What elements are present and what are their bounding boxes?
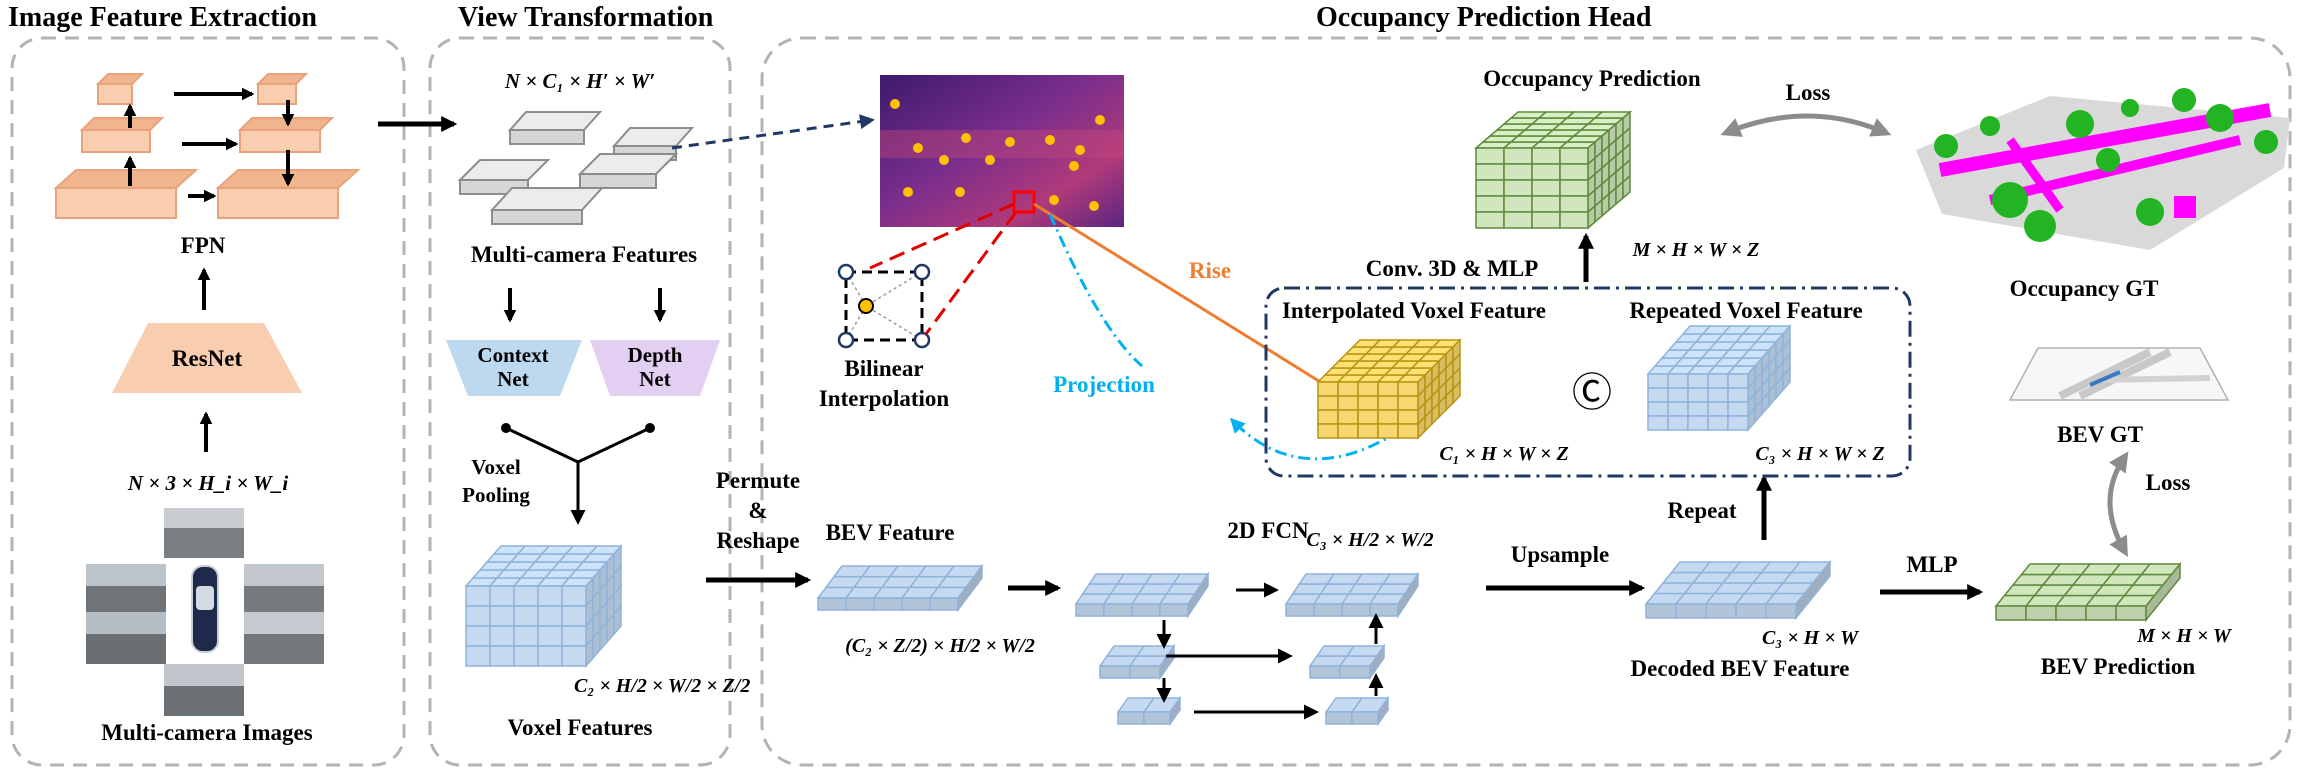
fcn-label: 2D FCN: [1227, 518, 1309, 543]
section-head-border: [760, 36, 2292, 767]
bev-prediction-grid: [1994, 561, 2182, 623]
voxel-shape-label: C₂ × H/2 × W/2 × Z/2: [574, 675, 750, 697]
voxel-pooling-label-2: Pooling: [462, 483, 530, 507]
voxel-pooling-label-1: Voxel: [471, 455, 521, 479]
resnet-trapezoid: [112, 323, 302, 393]
fcn-arrows: [1156, 582, 1384, 720]
context-net-label-2: Net: [497, 367, 528, 391]
repeated-voxel-label: Repeated Voxel Feature: [1629, 298, 1862, 323]
permute-label: Permute: [716, 468, 800, 493]
bev-loss-arrow: [2107, 451, 2129, 557]
occupancy-shape: M × H × W × Z: [1632, 239, 1760, 261]
rise-label: Rise: [1189, 258, 1231, 283]
bev-feature-grid: [816, 563, 984, 613]
depth-net: [590, 340, 720, 396]
projection-label: Projection: [1053, 372, 1155, 397]
multi-camera-feature-stack: [457, 111, 695, 225]
repeated-voxel-shape: C₃ × H × W × Z: [1755, 443, 1884, 465]
repeat-label: Repeat: [1668, 498, 1737, 523]
bev-pred-shape: M × H × W: [2136, 625, 2232, 647]
upsample-label: Upsample: [1511, 542, 1609, 567]
bev-gt-image: [2008, 347, 2230, 401]
interpolated-voxel-cube: [1316, 338, 1462, 440]
input-shape-label: N × 3 × H_i × W_i: [127, 471, 289, 495]
occupancy-prediction-cube: [1473, 110, 1633, 230]
depth-net-label-1: Depth: [628, 343, 683, 367]
multi-camera-features-label: Multi-camera Features: [471, 242, 697, 267]
voxel-features-cube: [464, 544, 623, 668]
occupancy-prediction-label: Occupancy Prediction: [1483, 66, 1701, 91]
fcn-shape-label: C₃ × H/2 × W/2: [1306, 529, 1433, 551]
bilinear-interpolation-icon: [837, 263, 931, 349]
header-occupancy-prediction-head: Occupancy Prediction Head: [1316, 2, 1652, 33]
bev-loss-label: Loss: [2146, 470, 2191, 495]
projection-curve-to-heatmap: [1048, 213, 1143, 368]
multi-camera-images: [86, 508, 324, 716]
voxel-features-label: Voxel Features: [507, 715, 652, 740]
ampersand-label: &: [748, 498, 767, 523]
section-extraction-border: [10, 36, 406, 767]
decoded-bev-label: Decoded BEV Feature: [1631, 656, 1850, 681]
bilinear-label-1: Bilinear: [844, 356, 923, 381]
camera-feature-shape-label: N × C₁ × H′ × W′: [504, 69, 655, 93]
camera-to-heatmap-arrow: [671, 114, 875, 150]
bev-prediction-label: BEV Prediction: [2041, 654, 2196, 679]
feature-heatmap: [880, 75, 1124, 227]
conv-mlp-label: Conv. 3D & MLP: [1366, 256, 1539, 281]
zoom-line-bottom: [924, 211, 1018, 335]
voxel-feature-frame: [1264, 286, 1912, 478]
zoom-line-top: [869, 202, 1015, 270]
depth-net-label-2: Net: [639, 367, 670, 391]
multi-camera-images-label: Multi-camera Images: [101, 720, 312, 745]
occupancy-gt-label: Occupancy GT: [2010, 276, 2159, 301]
bev-feature-shape: (C₂ × Z/2) × H/2 × W/2: [845, 635, 1035, 657]
section-view-border: [428, 36, 732, 767]
decoded-bev-shape: C₃ × H × W: [1762, 627, 1859, 649]
bev-feature-label: BEV Feature: [826, 520, 955, 545]
concat-symbol: Ⓒ: [1572, 370, 1612, 416]
occupancy-gt-image: [1916, 88, 2290, 250]
context-net-label-1: Context: [477, 343, 548, 367]
interpolated-voxel-label: Interpolated Voxel Feature: [1282, 298, 1546, 323]
fpn-pyramid: [53, 73, 361, 219]
interpolated-voxel-shape: C₁ × H × W × Z: [1439, 443, 1568, 465]
fcn-encoder-decoder: [1074, 571, 1420, 727]
context-net: [446, 340, 582, 396]
bev-gt-label: BEV GT: [2057, 422, 2143, 447]
sampling-point-box: [1012, 190, 1036, 214]
projection-arrow: [1229, 417, 1401, 461]
occupancy-loss-arrow: [1720, 113, 1892, 137]
repeated-voxel-cube: [1646, 324, 1792, 432]
fpn-label: FPN: [181, 233, 226, 258]
resnet-label: ResNet: [172, 346, 243, 371]
voxel-pooling-junction: [501, 423, 655, 525]
occupancy-loss-label: Loss: [1786, 80, 1831, 105]
mlp-label: MLP: [1906, 552, 1957, 577]
header-view-transformation: View Transformation: [458, 2, 714, 33]
decoded-bev-grid: [1644, 559, 1832, 621]
bilinear-label-2: Interpolation: [819, 386, 950, 411]
header-image-feature-extraction: Image Feature Extraction: [8, 2, 317, 33]
reshape-label: Reshape: [716, 528, 799, 553]
